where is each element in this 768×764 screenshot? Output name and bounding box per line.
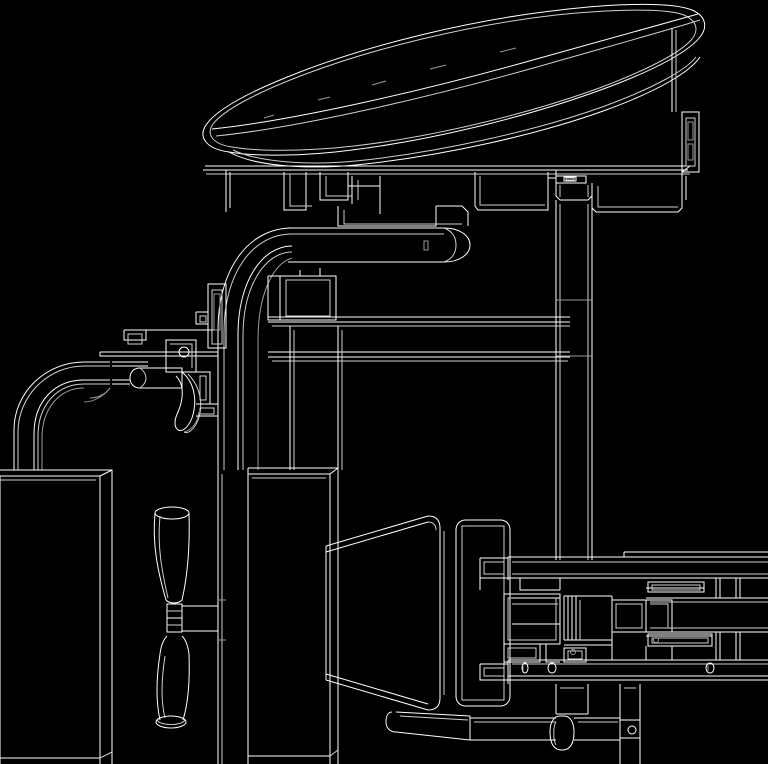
cross-rails bbox=[268, 317, 570, 470]
back-panel-lower-link bbox=[512, 598, 560, 624]
back-panel bbox=[326, 516, 510, 710]
lever-handle-assembly bbox=[100, 330, 218, 433]
foot-pedal-linkage bbox=[386, 712, 640, 740]
crank-handle bbox=[154, 507, 218, 728]
right-side-latch-bracket bbox=[672, 28, 699, 172]
curved-conduit-tube bbox=[14, 362, 110, 470]
left-tie-rod bbox=[83, 362, 148, 403]
base-mechanism bbox=[480, 552, 768, 662]
cylindrical-arm bbox=[288, 206, 470, 262]
base-rail-with-bolts bbox=[480, 660, 768, 684]
seat-base-plate bbox=[203, 166, 690, 214]
mid-frame-boxes bbox=[268, 268, 336, 320]
lower-hinge-plate bbox=[550, 684, 640, 764]
curved-support-arm bbox=[218, 228, 293, 470]
center-pedestal-box bbox=[218, 468, 338, 764]
left-upper-bracket bbox=[196, 284, 226, 348]
left-pedestal-box bbox=[0, 470, 112, 764]
main-lift-column bbox=[556, 200, 592, 560]
